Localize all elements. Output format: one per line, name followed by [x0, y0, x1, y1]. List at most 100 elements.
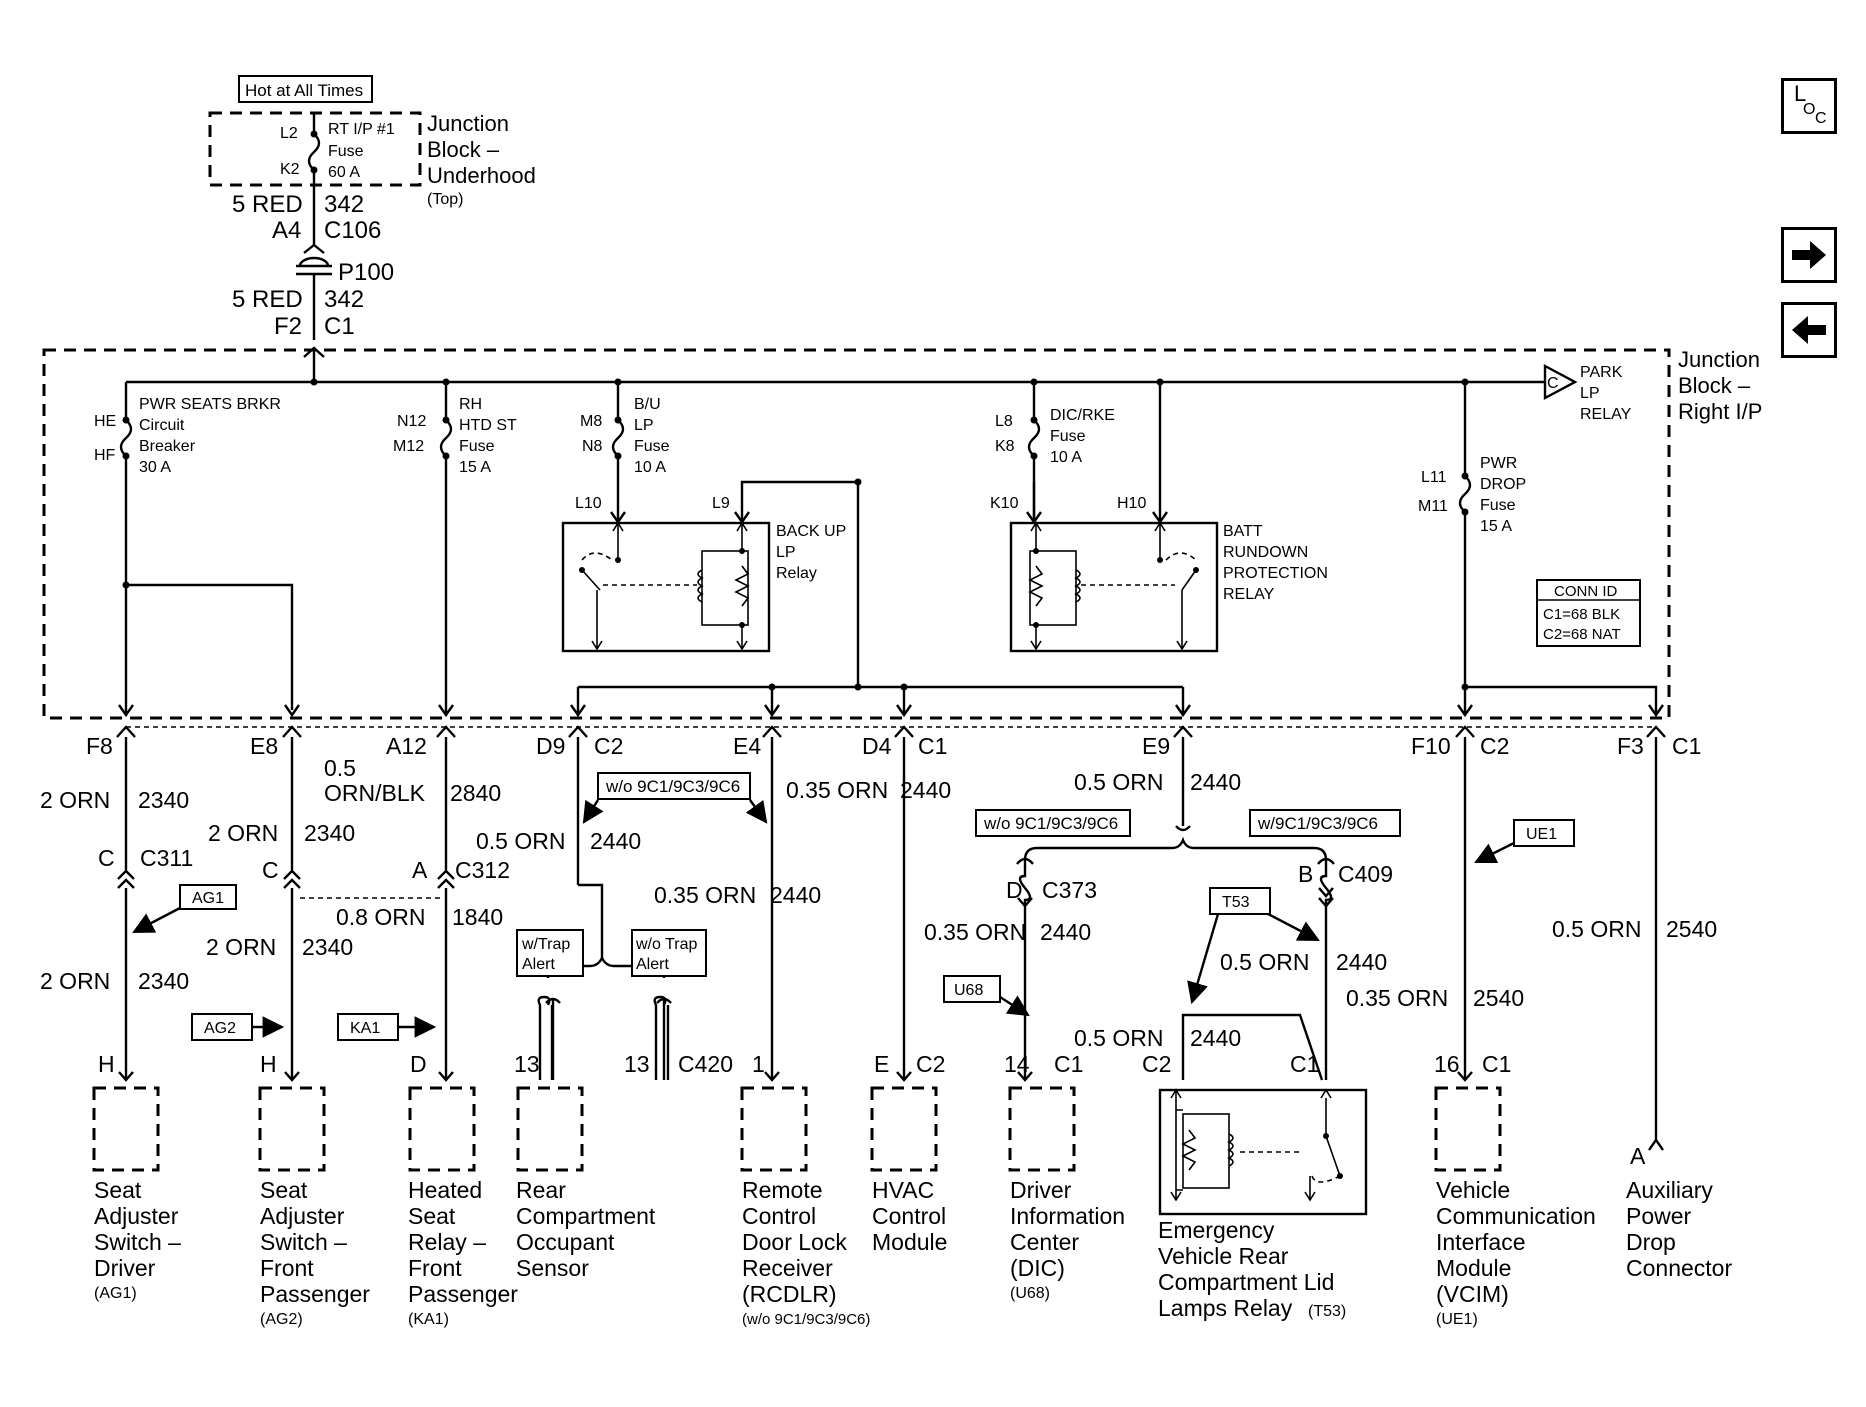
option-box-w-9c1: [1249, 809, 1401, 837]
comp5-line1: Remote: [742, 1177, 823, 1203]
p100-label: P100: [338, 259, 394, 286]
dic-rke-fuse: L8 K8 DIC/RKE Fuse 10 A: [995, 382, 1115, 525]
tag-u68: [943, 975, 1001, 1003]
rear-compartment-occupant-sensor: Rear Compartment Occupant Sensor: [516, 1086, 656, 1281]
loc-letter-c: C: [1815, 110, 1827, 127]
fuse-pin-k2: K2: [280, 161, 300, 178]
pin-e4: E4: [733, 733, 761, 759]
option-wo-9c1-b: w/o 9C1/9C3/9C6: [983, 814, 1118, 833]
c373-pin: D: [1006, 877, 1023, 903]
c409-label: C409: [1338, 861, 1393, 887]
wire-2340-circuit-4: 2340: [302, 934, 353, 960]
comp8-pin: C2: [1142, 1051, 1171, 1077]
comp8-line1: Emergency: [1158, 1217, 1275, 1243]
fuse-pin-n8: N8: [582, 438, 603, 455]
pwr-seats-brkr-rating: 30 A: [139, 459, 171, 476]
wire-2440-circuit-e4: 2440: [900, 777, 951, 803]
wire-2440-size-t53: 0.5 ORN: [1220, 949, 1309, 975]
comp10-pin: A: [1630, 1143, 1646, 1169]
comp1-line4: Driver: [94, 1255, 156, 1281]
seat-adjuster-switch-front-passenger: H Seat Adjuster Switch – Front Passenger…: [258, 1051, 370, 1328]
c311-pin: C: [98, 845, 115, 871]
c420-label: C420: [678, 1051, 733, 1077]
comp7-option: (U68): [1010, 1285, 1050, 1302]
comp6-pin: E: [874, 1051, 889, 1077]
option-labels: w/o 9C1/9C3/9C6 w/o 9C1/9C3/9C6 w/9C1/9C…: [516, 772, 1401, 977]
batt-relay-box: [1009, 521, 1219, 653]
park-relay-label-1: PARK: [1580, 364, 1623, 381]
fuse-pin-l2: L2: [280, 125, 298, 142]
next-page-button[interactable]: [1781, 227, 1837, 283]
bu-lp-rating: 10 A: [634, 459, 666, 476]
comp6-line3: Module: [872, 1229, 947, 1255]
wire-2440-size-emerg: 0.5 ORN: [1074, 1025, 1163, 1051]
batt-relay-label-2: RUNDOWN: [1223, 544, 1308, 561]
comp4-line2: Compartment: [516, 1203, 656, 1229]
rpo-tags: AG1 AG2 KA1 U68 T53 UE1: [132, 819, 1575, 1041]
wire-2540-circuit-apd: 2540: [1666, 916, 1717, 942]
comp10-line2: Power: [1626, 1203, 1692, 1229]
fuse-pin-m8: M8: [580, 413, 602, 430]
comp5-line5: (RCDLR): [742, 1281, 837, 1307]
conn-id-box: [1536, 579, 1641, 647]
comp9-line3: Interface: [1436, 1229, 1526, 1255]
comp3-line5: Passenger: [408, 1281, 518, 1307]
c311-connector-symbol: [117, 869, 135, 889]
hvac-control-module: E C2 HVAC Control Module: [870, 1051, 947, 1255]
rh-htd-st-fuse: N12 M12 RH HTD ST Fuse 15 A: [393, 382, 517, 718]
wire-2840-size-line2: ORN/BLK: [324, 780, 426, 806]
seat-adjuster-switch-driver: H Seat Adjuster Switch – Driver (AG1): [92, 1051, 181, 1302]
comp10-line4: Connector: [1626, 1255, 1732, 1281]
previous-page-button[interactable]: [1781, 302, 1837, 358]
c311-label: C311: [140, 845, 193, 871]
comp2-line1: Seat: [260, 1177, 308, 1203]
park-relay-label-3: RELAY: [1580, 406, 1632, 423]
arrow-left-icon: [1792, 316, 1826, 344]
wire-342-size-top: 5 RED: [232, 191, 303, 218]
pin-f3: F3: [1617, 733, 1644, 759]
park-relay-label-2: LP: [1580, 385, 1600, 402]
dic-rke-rating: 10 A: [1050, 449, 1082, 466]
fuse-pin-hf: HF: [94, 447, 116, 464]
comp2-line3: Switch –: [260, 1229, 347, 1255]
wire-342-size-bottom: 5 RED: [232, 286, 303, 313]
comp7-box: [1008, 1086, 1076, 1172]
bu-lp-fuse: M8 N8 B/U LP Fuse 10 A: [580, 382, 670, 525]
power-source: Hot at All Times L2 K2 RT I/P #1 Fuse 60…: [208, 75, 536, 382]
tag-ag2-label: AG2: [204, 1020, 236, 1037]
pin-f10: F10: [1411, 733, 1451, 759]
comp9-pin: 16: [1434, 1051, 1460, 1077]
wire-2440-size-d9: 0.5 ORN: [476, 828, 565, 854]
fuse-pin-m11: M11: [1418, 498, 1448, 515]
c1-label-top: C1: [324, 313, 355, 340]
c312-pin-a: A: [412, 857, 428, 883]
comp6-conn: C2: [916, 1051, 945, 1077]
wire-2440-circuit-d9: 2440: [590, 828, 641, 854]
batt-relay-label-1: BATT: [1223, 523, 1263, 540]
rt-ip-fuse-rating: 60 A: [328, 164, 360, 181]
location-button[interactable]: L O C: [1781, 78, 1837, 134]
underhood-block-title-2: Block –: [427, 137, 500, 162]
rt-ip-fuse-label: RT I/P #1: [328, 121, 395, 138]
conn-c1-left: C1: [918, 733, 947, 759]
relay-pin-l9: L9: [712, 495, 730, 512]
backup-relay-box: [561, 521, 771, 653]
pin-d9: D9: [536, 733, 565, 759]
comp7-pin: 14: [1004, 1051, 1030, 1077]
bu-lp-line2: LP: [634, 417, 654, 434]
comp7-line1: Driver: [1010, 1177, 1072, 1203]
tag-ue1-label: UE1: [1526, 826, 1557, 843]
pwr-seats-brkr-line3: Breaker: [139, 438, 196, 455]
backup-lp-relay: L10 L9 BACK UP LP Relay: [561, 480, 858, 653]
auxiliary-power-drop-connector: A Auxiliary Power Drop Connector: [1626, 1143, 1732, 1281]
vehicle-communication-interface-module: 16 C1 Vehicle Communication Interface Mo…: [1434, 1051, 1596, 1328]
ip-junction-block-outline: [42, 348, 1671, 720]
remote-control-door-lock-receiver: 1 Remote Control Door Lock Receiver (RCD…: [740, 1051, 870, 1328]
comp1-line3: Switch –: [94, 1229, 181, 1255]
pwr-drop-fuse: L11 M11 PWR DROP Fuse 15 A: [1418, 382, 1664, 718]
tag-ag1-label: AG1: [192, 890, 224, 907]
comp9-line1: Vehicle: [1436, 1177, 1510, 1203]
fuse-pin-k8: K8: [995, 438, 1015, 455]
c312-connector-symbol: [437, 869, 455, 889]
comp3-line3: Relay –: [408, 1229, 486, 1255]
